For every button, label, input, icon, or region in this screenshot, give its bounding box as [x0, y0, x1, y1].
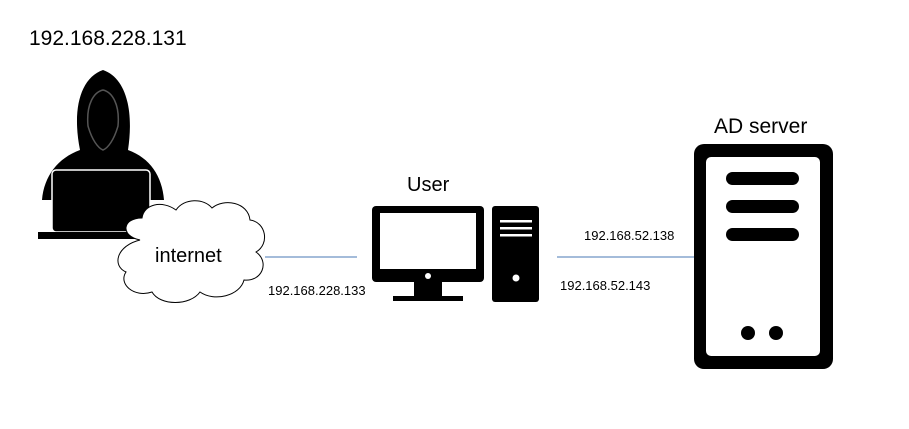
internet-label: internet [155, 245, 222, 267]
pc-tower-icon [492, 206, 539, 302]
ad-server-label: AD server [714, 115, 808, 138]
hacker-icon [38, 70, 164, 239]
attacker-ip-label: 192.168.228.131 [29, 27, 187, 50]
user-internal-ip-label: 192.168.52.143 [560, 278, 651, 293]
server-ip-label: 192.168.52.138 [584, 228, 675, 243]
user-external-ip-label: 192.168.228.133 [268, 283, 366, 298]
cloud-icon [117, 200, 265, 303]
user-label: User [407, 174, 450, 196]
server-icon [694, 144, 833, 369]
monitor-icon [372, 206, 484, 301]
